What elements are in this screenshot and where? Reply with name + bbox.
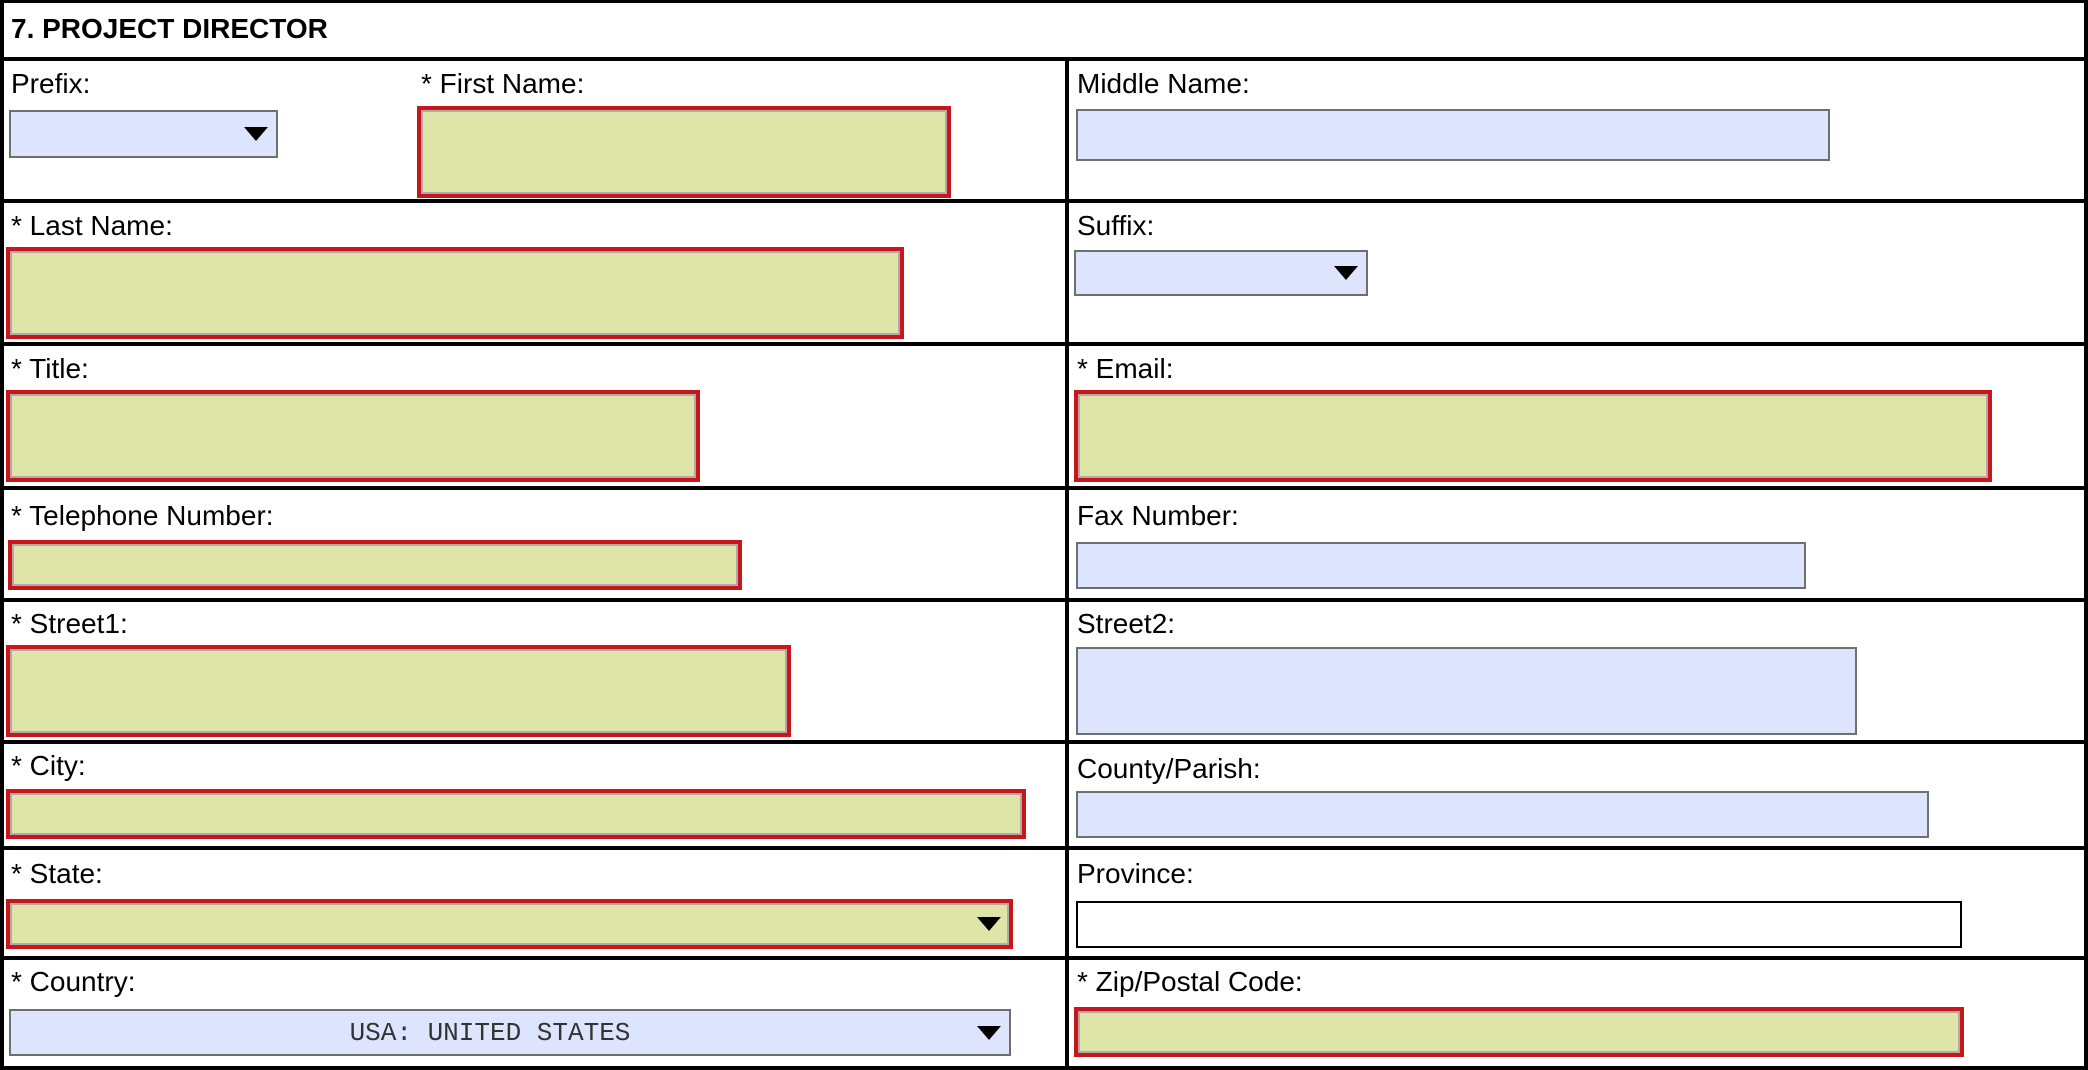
title-label: * Title: [11, 353, 89, 384]
street2-label: Street2: [1077, 608, 1176, 639]
last-name-input[interactable] [6, 247, 904, 339]
county-label: County/Parish: [1077, 753, 1261, 784]
rule-row-4 [0, 598, 2088, 602]
last-name-label: * Last Name: [11, 210, 173, 241]
rule-row-3 [0, 486, 2088, 490]
city-input[interactable] [6, 789, 1026, 839]
rule-below-title [0, 57, 2088, 61]
street1-label: * Street1: [11, 608, 128, 639]
first-name-label: * First Name: [421, 68, 585, 99]
prefix-label: Prefix: [11, 68, 91, 99]
telephone-label: * Telephone Number: [11, 500, 274, 531]
street1-input[interactable] [6, 645, 791, 737]
province-label: Province: [1077, 858, 1194, 889]
country-select[interactable]: USA: UNITED STATES [9, 1009, 1011, 1056]
telephone-input[interactable] [8, 540, 742, 590]
rule-left [0, 0, 4, 1070]
section-title: 7. PROJECT DIRECTOR [11, 13, 328, 44]
state-select[interactable] [6, 899, 1013, 949]
county-input[interactable] [1076, 791, 1929, 838]
title-input[interactable] [6, 390, 700, 482]
caret-down-icon [977, 1025, 1001, 1040]
rule-row-6 [0, 846, 2088, 850]
rule-top [0, 0, 2088, 3]
state-label: * State: [11, 858, 103, 889]
rule-right [2084, 0, 2088, 1070]
caret-down-icon [244, 127, 268, 141]
middle-name-input[interactable] [1076, 109, 1830, 161]
prefix-select[interactable] [9, 110, 278, 158]
zip-label: * Zip/Postal Code: [1077, 966, 1303, 997]
rule-column-divider [1065, 57, 1069, 1070]
fax-input[interactable] [1076, 542, 1806, 589]
caret-down-icon [1334, 266, 1358, 280]
first-name-input[interactable] [417, 106, 951, 198]
email-label: * Email: [1077, 353, 1174, 384]
fax-label: Fax Number: [1077, 500, 1239, 531]
rule-row-2 [0, 342, 2088, 346]
rule-bottom [0, 1066, 2088, 1070]
province-input[interactable] [1076, 901, 1962, 948]
country-value: USA: UNITED STATES [349, 1017, 631, 1048]
email-input[interactable] [1074, 390, 1992, 482]
suffix-label: Suffix: [1077, 210, 1155, 241]
zip-input[interactable] [1074, 1007, 1964, 1057]
rule-row-5 [0, 740, 2088, 744]
caret-down-icon [977, 917, 1001, 931]
middle-name-label: Middle Name: [1077, 68, 1250, 99]
rule-row-1 [0, 199, 2088, 203]
suffix-select[interactable] [1074, 250, 1368, 296]
city-label: * City: [11, 750, 86, 781]
rule-row-7 [0, 956, 2088, 960]
street2-input[interactable] [1076, 647, 1857, 735]
country-label: * Country: [11, 966, 136, 997]
